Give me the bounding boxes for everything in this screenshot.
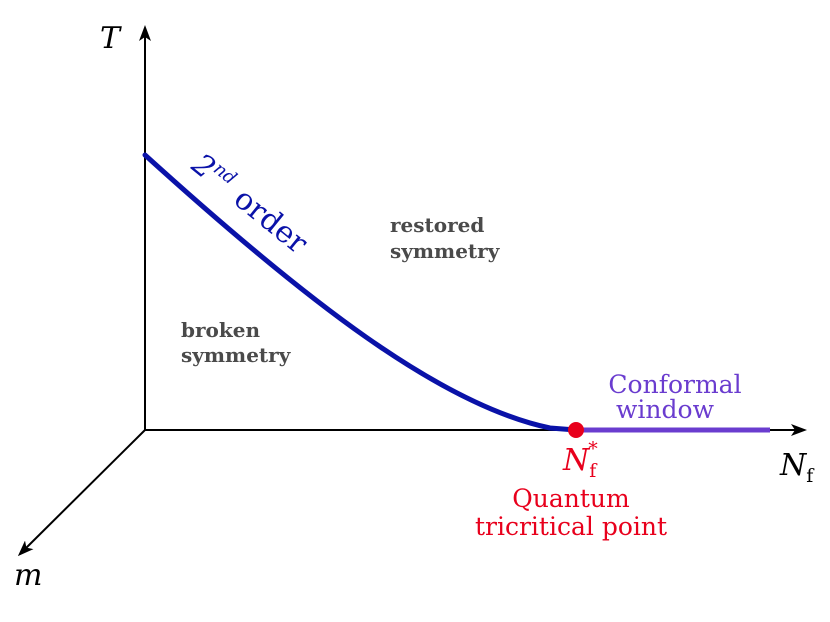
tricritical-point-marker (568, 422, 584, 438)
second-order-curve (142, 152, 579, 433)
conformal-label-line1: Conformal (608, 370, 741, 399)
t-axis-label: T (100, 21, 122, 56)
broken-symmetry-label-line1: broken (181, 318, 260, 342)
restored-symmetry-label-line2: symmetry (390, 239, 501, 263)
broken-symmetry-label-line2: symmetry (181, 343, 292, 367)
critical-nf-symbol: Nf* (562, 438, 598, 482)
nf-axis-label: Nf (779, 448, 815, 487)
conformal-label-line2: window (616, 395, 715, 424)
quantum-label: Quantum (512, 484, 630, 513)
m-axis (17, 429, 146, 557)
m-axis-label: m (14, 558, 42, 593)
tricritical-point-label: tricritical point (475, 512, 667, 541)
restored-symmetry-label-line1: restored (390, 213, 484, 237)
